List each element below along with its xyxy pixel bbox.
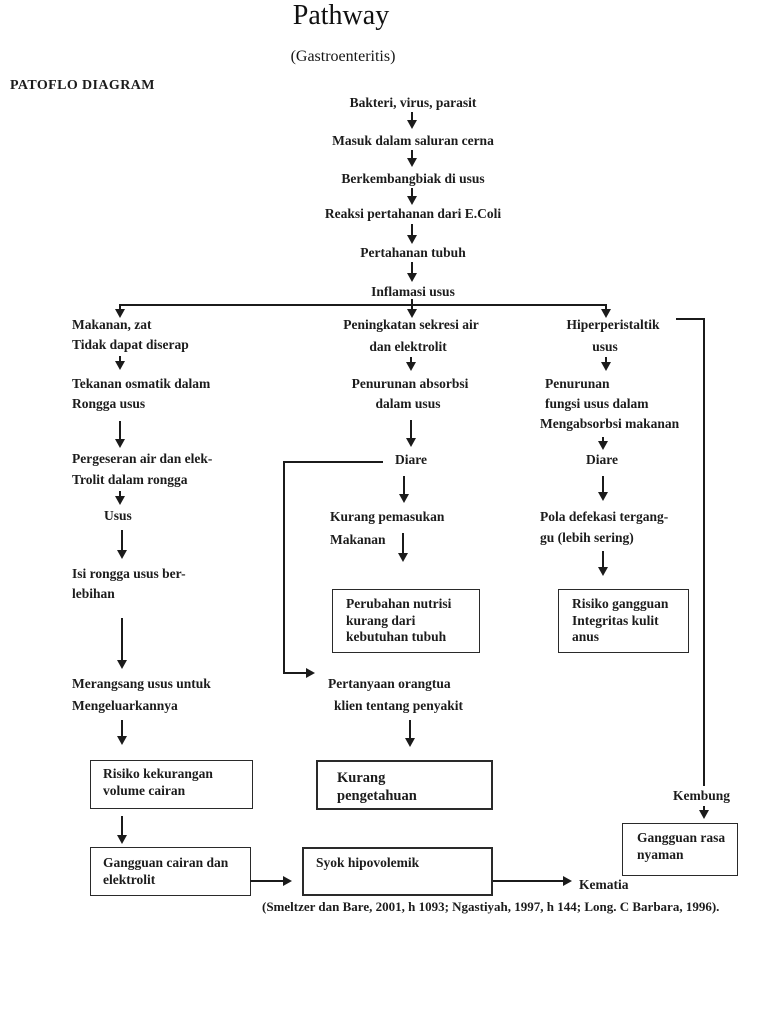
arrow-down-icon (406, 112, 417, 129)
box-text: Gangguan cairan dan (103, 855, 229, 870)
box-text: kebutuhan tubuh (346, 629, 447, 644)
arrow-down-icon (597, 437, 608, 450)
center-node-penurunan-line2: dalam usus (375, 396, 441, 411)
left-node-pergeseran-line1: Pergeseran air dan elek- (72, 451, 213, 466)
arrow-right-icon (250, 875, 292, 886)
arrow-down-icon (600, 357, 611, 371)
center-node-peningkatan-line1: Peningkatan sekresi air (343, 317, 479, 332)
diagnosis-box-gangguan-cairan: Gangguan cairan dan elektrolit (90, 847, 251, 896)
arrow-down-icon (406, 150, 417, 167)
left-node-isi-line2: lebihan (72, 586, 115, 601)
box-text: Risiko kekurangan (103, 766, 213, 781)
box-text: elektrolit (103, 871, 156, 887)
right-node-penurunan-line1: Penurunan (545, 376, 610, 391)
arrow-down-icon (116, 618, 127, 669)
left-node-tekanan-line2: Rongga usus (72, 396, 146, 411)
left-node-pergeseran-line2: Trolit dalam rongga (72, 472, 188, 487)
right-node-penurunan-line3: Mengabsorbsi makanan (540, 416, 680, 431)
chain-node-bakteri: Bakteri, virus, parasit (349, 95, 477, 110)
right-node-diare: Diare (586, 452, 618, 467)
right-node-pola-defekasi-line2: gu (lebih sering) (540, 530, 634, 545)
citation-text: (Smeltzer dan Bare, 2001, h 1093; Ngasti… (262, 899, 720, 914)
chain-node-masuk: Masuk dalam saluran cerna (332, 133, 494, 148)
arrow-right-icon (283, 667, 315, 678)
chain-node-inflamasi: Inflamasi usus (371, 284, 455, 299)
center-node-diare: Diare (395, 452, 427, 467)
arrow-down-icon (114, 356, 125, 370)
box-text: anus (572, 629, 600, 644)
page-title: Pathway (292, 0, 390, 31)
arrow-down-icon (116, 816, 127, 844)
right-node-penurunan-line2: fungsi usus dalam (545, 396, 649, 411)
patoflo-label: PATOFLO DIAGRAM (10, 78, 155, 93)
arrow-down-icon (405, 357, 416, 371)
right-node-hiperperistaltik-line2: usus (592, 339, 618, 354)
box-text: Syok hipovolemik (316, 855, 420, 870)
hook-line-horizontal (283, 461, 383, 463)
arrow-down-icon (114, 421, 125, 448)
box-text: pengetahuan (337, 788, 417, 804)
left-node-tekanan-line1: Tekanan osmatik dalam (72, 376, 211, 391)
box-text: volume cairan (103, 782, 186, 798)
arrow-down-icon (597, 551, 608, 576)
center-node-penurunan-line1: Penurunan absorbsi (351, 376, 469, 391)
arrow-down-icon (398, 476, 409, 503)
hook-line-vertical (283, 461, 285, 673)
box-text: Risiko gangguan (572, 596, 669, 611)
arrow-down-icon (406, 262, 417, 282)
left-node-isi-line1: Isi rongga usus ber- (72, 566, 186, 581)
branch-arrow-center-icon (406, 299, 417, 318)
arrow-down-icon (114, 491, 125, 505)
box-text: Gangguan rasa (637, 830, 726, 845)
center-node-pertanyaan-line1: Pertanyaan orangtua (328, 676, 451, 691)
left-node-usus: Usus (104, 508, 132, 523)
box-text: kurang dari (346, 612, 416, 628)
branch-line (120, 304, 607, 306)
arrow-down-icon (405, 420, 416, 447)
page-subtitle: (Gastroenteritis) (290, 48, 396, 65)
box-text: Perubahan nutrisi (346, 596, 452, 611)
center-node-kurang-pemasukan-line2: Makanan (330, 532, 386, 547)
arrow-right-icon (493, 875, 572, 886)
arrow-down-icon (698, 806, 709, 819)
center-node-kurang-pemasukan-line1: Kurang pemasukan (330, 509, 445, 524)
bracket-line-vertical (703, 318, 705, 786)
arrow-down-icon (406, 188, 417, 205)
arrow-down-icon (406, 224, 417, 244)
branch-arrow-left-icon (114, 304, 125, 318)
diagnosis-box-risiko-gangguan-integritas: Risiko gangguan Integritas kulit anus (558, 589, 689, 653)
chain-node-berkembang: Berkembangbiak di usus (341, 171, 485, 186)
diagnosis-box-kurang-pengetahuan: Kurang pengetahuan (316, 760, 493, 810)
branch-arrow-right-icon (600, 304, 611, 318)
center-node-peningkatan-line2: dan elektrolit (369, 339, 447, 354)
chain-node-pertahanan: Pertahanan tubuh (360, 245, 466, 260)
diagnosis-box-syok-hipovolemik: Syok hipovolemik (302, 847, 493, 896)
chain-node-reaksi: Reaksi pertahanan dari E.Coli (324, 206, 502, 221)
diagnosis-box-perubahan-nutrisi: Perubahan nutrisi kurang dari kebutuhan … (332, 589, 480, 653)
box-text: Kurang (337, 770, 386, 786)
arrow-down-icon (116, 720, 127, 745)
arrow-down-icon (404, 720, 415, 747)
left-node-makanan-line1: Makanan, zat (72, 317, 152, 332)
left-node-merangsang-line1: Merangsang usus untuk (72, 676, 211, 691)
diagnosis-box-risiko-kekurangan: Risiko kekurangan volume cairan (90, 760, 253, 809)
left-node-merangsang-line2: Mengeluarkannya (72, 698, 178, 713)
diagnosis-box-gangguan-rasa-nyaman: Gangguan rasa nyaman (622, 823, 738, 876)
center-node-pertanyaan-line2: klien tentang penyakit (334, 698, 464, 713)
bracket-line-horizontal (676, 318, 705, 320)
arrow-down-icon (597, 476, 608, 501)
right-node-kembung: Kembung (673, 788, 731, 803)
box-text: nyaman (637, 846, 684, 862)
left-node-makanan-line2: Tidak dapat diserap (72, 337, 189, 352)
bottom-node-kematian: Kematia (579, 877, 629, 892)
arrow-down-icon (116, 530, 127, 559)
right-node-pola-defekasi-line1: Pola defekasi tergang- (540, 509, 669, 524)
right-node-hiperperistaltik-line1: Hiperperistaltik (566, 317, 660, 332)
box-text: Integritas kulit (572, 612, 659, 628)
arrow-down-icon (397, 533, 408, 562)
